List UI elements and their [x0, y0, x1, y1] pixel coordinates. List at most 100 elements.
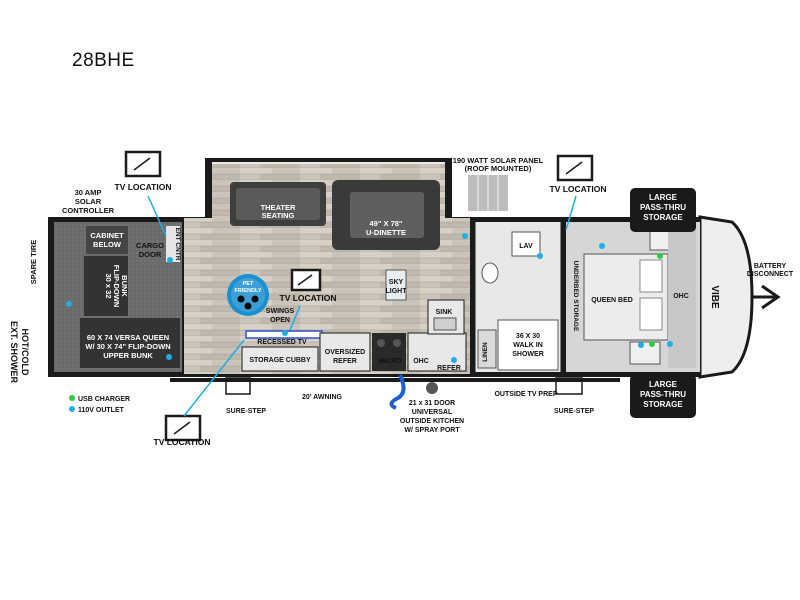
shower-label-2: EXT. SHOWER: [9, 321, 19, 384]
dinette-size-label: 49" X 78": [370, 219, 403, 228]
tv-label-2: TV LOCATION: [280, 293, 337, 303]
walk-label-1: 36 X 30: [516, 333, 540, 340]
outside-tv-label: OUTSIDE TV PREP: [494, 391, 557, 398]
theater-label: THEATER: [261, 203, 296, 212]
flip-label-1: 30 x 32: [104, 273, 113, 298]
tv-label-3: TV LOCATION: [550, 184, 607, 194]
walk-in-shower: [497, 319, 559, 371]
underbed-label: UNDERBED STORAGE: [572, 261, 579, 332]
tv-icon-middle: [290, 268, 322, 292]
cargo-label-2: DOOR: [139, 250, 162, 259]
tv-label-1: TV LOCATION: [115, 182, 172, 192]
shower-label-1: HOT/COLD: [20, 329, 30, 376]
cabinet-label-1: CABINET: [90, 231, 124, 240]
sure-step-rear: [225, 377, 251, 395]
spray-hose: [389, 374, 406, 410]
flip-label-3: BUNK: [120, 275, 129, 297]
tv-icon-top-right: [556, 154, 594, 182]
u-dinette: [332, 180, 440, 250]
lav: [511, 231, 541, 257]
pet-friendly-badge: [227, 274, 269, 316]
outlet-dots: [66, 233, 673, 363]
swings-label-2: OPEN: [270, 317, 290, 324]
toilet: [481, 262, 499, 284]
solar-controller-label: CONTROLLER: [62, 206, 115, 215]
oversized-refer: [319, 332, 371, 372]
ent-center: [166, 226, 180, 262]
pass-bot-label-2: PASS-THRU: [640, 390, 686, 399]
pass-thru-storage-bottom: [630, 374, 696, 418]
tv-icon-bottom: [164, 414, 202, 442]
pass-thru-storage-top: [630, 188, 696, 232]
awning-label: 20' AWNING: [302, 394, 342, 401]
queen-bed-label: QUEEN BED: [591, 297, 633, 304]
pet-label-1: PET: [243, 281, 254, 287]
micro-label: MICRO: [378, 358, 402, 365]
nightstand-bottom: [629, 341, 661, 365]
storage-cubby: [241, 346, 319, 372]
door-label-1: 21 x 31 DOOR: [409, 400, 455, 407]
sure-step-label-2: SURE-STEP: [554, 408, 594, 415]
solar-word-label: SOLAR: [75, 197, 102, 206]
battery-label-2: DISCONNECT: [747, 271, 794, 278]
versa-label-3: UPPER BUNK: [103, 351, 153, 360]
solar-amp-label: 30 AMP: [75, 188, 102, 197]
cargo-label-1: CARGO: [136, 241, 164, 250]
sink-label: SINK: [436, 309, 453, 316]
lav-label: LAV: [519, 243, 533, 250]
sure-step-front: [555, 377, 583, 395]
legend-usb-label: USB CHARGER: [78, 396, 130, 403]
tv-icon-top-left: [124, 150, 162, 178]
vibe-logo-label: VIBE: [709, 285, 720, 309]
outside-kitchen-knob: [426, 382, 438, 394]
leader-lines: [147, 195, 577, 417]
linen: [477, 329, 497, 369]
door-label-3: OUTSIDE KITCHEN: [400, 418, 464, 425]
solar-panel-label-2: (ROOF MOUNTED): [465, 164, 532, 173]
linen-label: LINEN: [482, 342, 489, 362]
pass-top-label-2: PASS-THRU: [640, 203, 686, 212]
stove: [372, 333, 406, 371]
skylight: [385, 269, 407, 301]
pet-label-2: FRIENDLY: [235, 288, 262, 294]
oversized-refer-label-1: OVERSIZED: [325, 349, 365, 356]
skylight-label-2: LIGHT: [386, 288, 408, 295]
pass-bot-label-1: LARGE: [649, 380, 678, 389]
pass-top-label-3: STORAGE: [643, 213, 683, 222]
dinette-label: U-DINETTE: [366, 228, 406, 237]
legend-110-label: 110V OUTLET: [78, 407, 125, 414]
pillow-1: [639, 259, 663, 293]
legend-110-dot: [69, 406, 75, 412]
theater-label-2: SEATING: [262, 211, 295, 220]
ohc-label: OHC: [413, 358, 429, 365]
model-name: 28BHE: [72, 50, 135, 71]
pillow-2: [639, 297, 663, 331]
ohc-front-label: OHC: [673, 293, 689, 300]
sink-bowl: [433, 317, 457, 331]
pass-top-label-1: LARGE: [649, 193, 678, 202]
flip-label-2: FLIP-DOWN: [112, 265, 121, 308]
skylight-label-1: SKY: [389, 279, 404, 286]
versa-label-1: 60 X 74 VERSA QUEEN: [87, 333, 169, 342]
pass-bot-label-3: STORAGE: [643, 400, 683, 409]
refer-label: REFER: [437, 365, 461, 372]
sure-step-label-1: SURE-STEP: [226, 408, 266, 415]
cabinet-label-2: BELOW: [93, 240, 122, 249]
tv-label-4: TV LOCATION: [154, 437, 211, 447]
flip-down-bunk: [84, 256, 128, 316]
theater-seating: [230, 182, 326, 226]
versa-label-2: W/ 30 X 74" FLIP-DOWN: [85, 342, 170, 351]
recessed-tv-label: RECESSED TV: [257, 339, 307, 346]
door-label-4: W/ SPRAY PORT: [404, 427, 460, 434]
storage-cubby-label: STORAGE CUBBY: [249, 357, 311, 364]
walk-label-2: WALK IN: [513, 342, 543, 349]
solar-panel-label-1: 190 WATT SOLAR PANEL: [453, 156, 544, 165]
ent-cntr-label: ENT CNTR: [174, 228, 181, 261]
swings-label-1: SWINGS: [266, 308, 295, 315]
legend-usb-dot: [69, 395, 75, 401]
versa-queen-bed: [80, 318, 180, 368]
spare-tire-label: SPARE TIRE: [29, 240, 38, 284]
usb-dots: [649, 253, 663, 347]
oversized-refer-label-2: REFER: [333, 358, 357, 365]
